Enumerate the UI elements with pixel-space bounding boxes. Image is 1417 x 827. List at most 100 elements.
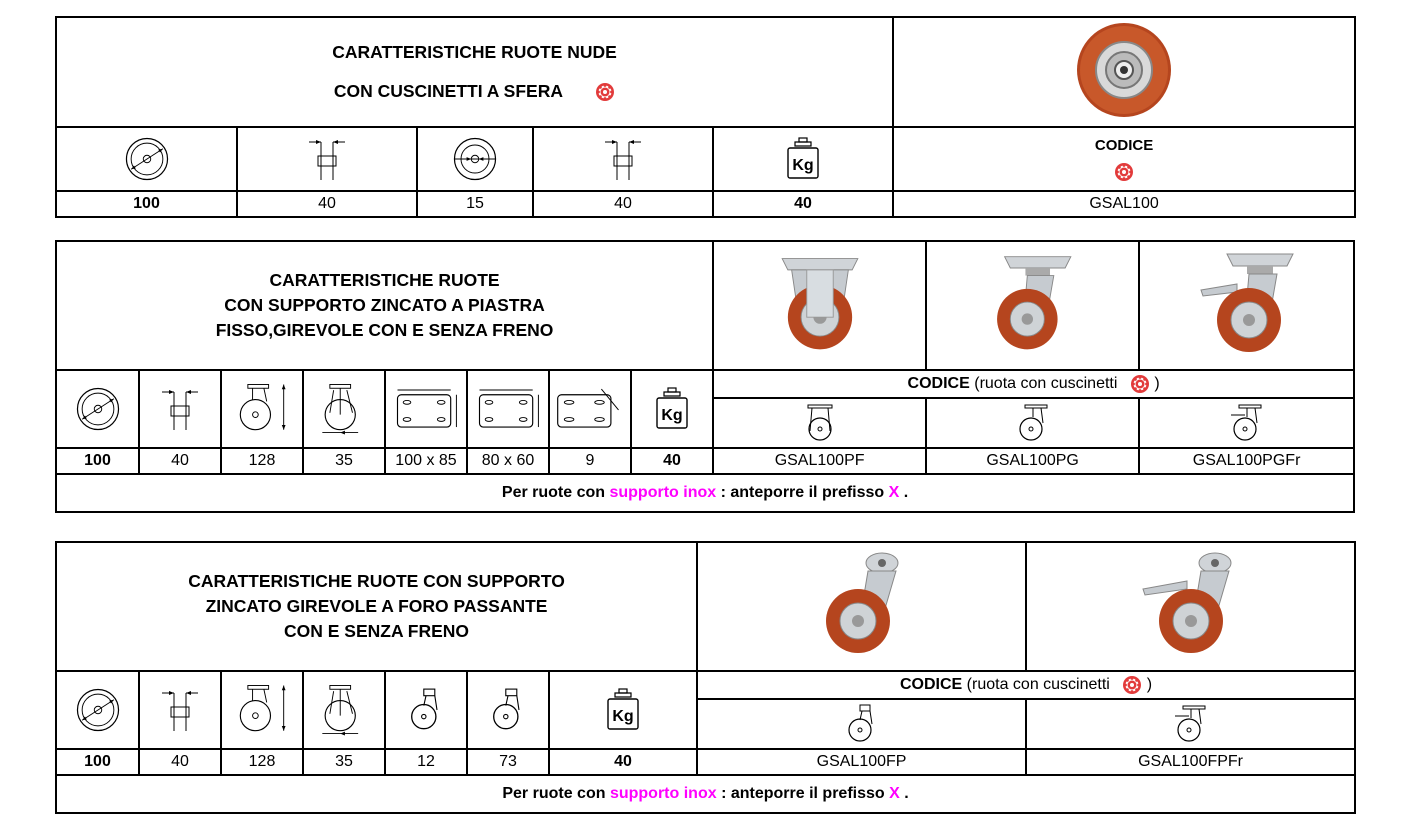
table-bolt-hole-casters: CARATTERISTICHE RUOTE CON SUPPORTO ZINCA…: [54, 541, 1357, 814]
hub-length-cell: [532, 126, 714, 192]
ball-bearing-icon: [595, 82, 615, 102]
bolt-hole-caster-photo: [812, 549, 912, 659]
fixed-caster-icon-cell: [712, 397, 928, 449]
weight-cell: [547, 670, 699, 750]
swivel-brake-caster-icon: [1171, 704, 1211, 744]
bolt-hole-diameter-cell: [384, 670, 468, 750]
value-cell: 100: [55, 447, 140, 475]
bolt-caster-photo-cell: [696, 541, 1028, 672]
value-cell: 100: [55, 748, 140, 776]
codice-note: (ruota con cuscinetti: [974, 375, 1118, 393]
table2-title-line2: CON SUPPORTO ZINCATO A PIASTRA: [224, 295, 545, 315]
bolt-spacing-icon: [470, 384, 546, 434]
value-cell: 40: [547, 748, 699, 776]
codice-note-close: ): [1154, 375, 1160, 393]
wheel-width-cell: [138, 670, 222, 750]
weight-kg-icon: [783, 134, 823, 184]
fixed-caster-photo: [772, 251, 868, 355]
wheel-width-cell: [236, 126, 418, 192]
table1-title: CARATTERISTICHE RUOTE NUDE CON CUSCINETT…: [54, 16, 895, 128]
table2-codice-header: CODICE (ruota con cuscinetti ): [712, 369, 1356, 399]
bolt-hole-brake-caster-photo: [1136, 549, 1246, 659]
product-code: GSAL100PG: [925, 447, 1141, 475]
brake-caster-icon-cell: [1138, 397, 1356, 449]
caster-offset-icon: [311, 681, 377, 739]
codice-note-close: ): [1146, 676, 1153, 694]
table3-title-line2: ZINCATO GIREVOLE A FORO PASSANTE: [205, 596, 548, 616]
weight-cell: [711, 126, 895, 192]
value-cell: 80 x 60: [466, 447, 550, 475]
value-cell: 40: [711, 190, 895, 218]
table2-title-line3: FISSO,GIREVOLE CON E SENZA FRENO: [215, 320, 554, 340]
table1-product-photo: [892, 16, 1357, 128]
codice-note: (ruota con cuscinetti: [966, 676, 1110, 694]
inox-note: Per ruote con supporto inox : anteporre …: [54, 473, 1356, 513]
swivel-caster-icon: [1013, 403, 1053, 443]
caster-height-icon: [229, 380, 295, 438]
swivel-caster-icon-cell: [925, 397, 1141, 449]
bolt-caster-icon-cell: [696, 698, 1028, 750]
wheel-width-icon: [160, 685, 200, 735]
caster-offset-cell: [302, 670, 386, 750]
table3-title-line3: CON E SENZA FRENO: [283, 621, 470, 641]
bolt-hole-caster-icon: [404, 688, 448, 732]
table1-title-line1: CARATTERISTICHE RUOTE NUDE: [332, 42, 617, 62]
plate-size-icon: [388, 384, 464, 434]
wheel-diameter-icon: [70, 686, 126, 734]
inox-highlight: supporto inox: [609, 484, 717, 501]
wheel-diameter-cell: [55, 126, 238, 192]
product-code: GSAL100PF: [712, 447, 928, 475]
table-bare-wheels: CARATTERISTICHE RUOTE NUDE CON CUSCINETT…: [54, 16, 1357, 218]
value-cell: 9: [548, 447, 632, 475]
weight-kg-icon: [603, 685, 643, 735]
wheel-diameter-icon: [119, 135, 175, 183]
bolt-hole-cell: [548, 369, 632, 449]
value-cell: 15: [416, 190, 534, 218]
red-wheel-photo: [1074, 20, 1174, 120]
wheel-diameter-cell: [55, 670, 140, 750]
bolt-spacing-cell: [466, 369, 550, 449]
bolt-hole-caster-icon: [486, 688, 530, 732]
prefix-letter: X: [889, 785, 900, 802]
bolt-brake-caster-photo-cell: [1025, 541, 1357, 672]
table3-title-line1: CARATTERISTICHE RUOTE CON SUPPORTO: [188, 571, 565, 591]
caster-offset-cell: [302, 369, 386, 449]
codice-label: CODICE: [907, 375, 970, 393]
table3-codice-header: CODICE (ruota con cuscinetti ): [696, 670, 1357, 700]
ball-bearing-icon: [1114, 162, 1134, 182]
table2-title: CARATTERISTICHE RUOTE CON SUPPORTO ZINCA…: [54, 240, 715, 371]
inox-highlight: supporto inox: [609, 785, 717, 802]
fixed-caster-icon: [800, 403, 840, 443]
wheel-width-icon: [160, 384, 200, 434]
value-cell: 128: [220, 447, 304, 475]
bolt-hole-icon: [552, 384, 628, 434]
ball-bearing-icon: [1130, 374, 1150, 394]
value-cell: 40: [236, 190, 418, 218]
value-cell: 100 x 85: [384, 447, 468, 475]
hub-length-icon: [603, 134, 643, 184]
bolt-hole-length-cell: [466, 670, 550, 750]
value-cell: 35: [302, 447, 386, 475]
value-cell: 40: [629, 447, 715, 475]
caster-height-cell: [220, 670, 304, 750]
wheel-diameter-cell: [55, 369, 140, 449]
value-cell: 35: [302, 748, 386, 776]
swivel-brake-caster-photo: [1192, 248, 1302, 358]
swivel-caster-photo: [985, 251, 1081, 355]
bolt-hole-caster-icon: [842, 704, 882, 744]
product-code: GSAL100PGFr: [1138, 447, 1356, 475]
caster-offset-icon: [311, 380, 377, 438]
caster-height-icon: [229, 681, 295, 739]
fixed-caster-photo-cell: [712, 240, 928, 371]
bolt-brake-caster-icon-cell: [1025, 698, 1357, 750]
wheel-diameter-icon: [70, 385, 126, 433]
value-cell: 128: [220, 748, 304, 776]
brake-caster-photo-cell: [1138, 240, 1356, 371]
table1-title-line2: CON CUSCINETTI A SFERA: [333, 81, 563, 101]
value-cell: 100: [55, 190, 238, 218]
value-cell: 12: [384, 748, 468, 776]
ball-bearing-icon: [1122, 675, 1142, 695]
swivel-caster-photo-cell: [925, 240, 1141, 371]
table3-title: CARATTERISTICHE RUOTE CON SUPPORTO ZINCA…: [54, 541, 699, 672]
table2-title-line1: CARATTERISTICHE RUOTE: [269, 270, 500, 290]
